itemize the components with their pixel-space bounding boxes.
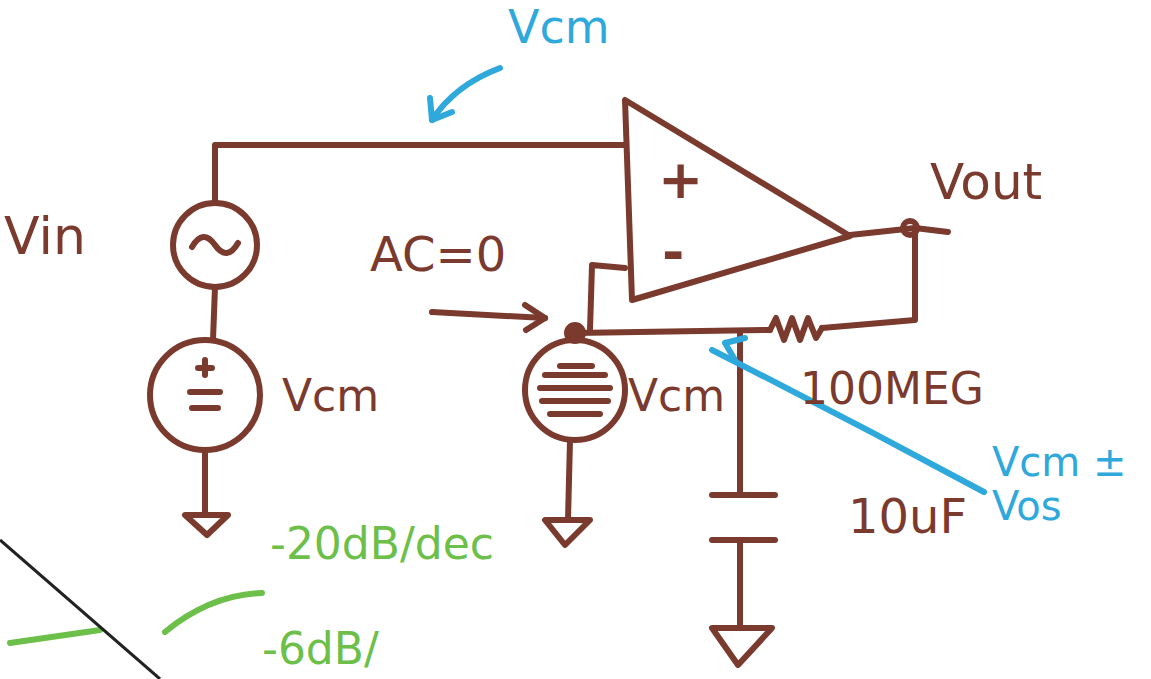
wire xyxy=(568,440,570,520)
battery-symbol xyxy=(540,366,610,414)
bode-sketch xyxy=(10,630,100,643)
arrow-head xyxy=(430,98,452,120)
ground-symbol xyxy=(712,628,772,665)
signal-name: Vout xyxy=(930,155,1042,210)
sketch-line xyxy=(0,540,160,679)
capacitor-value: 10uF xyxy=(848,490,967,543)
leader-line xyxy=(432,68,500,120)
slope-note: -6dB/ xyxy=(262,625,379,673)
leader-line xyxy=(712,350,984,492)
resistor-symbol xyxy=(770,318,822,340)
resistor-value: 100MEG xyxy=(800,365,984,413)
slope-note: -20dB/dec xyxy=(270,520,494,568)
source-name: Vin xyxy=(4,208,86,265)
wire xyxy=(215,145,625,203)
arrow-head xyxy=(725,338,745,360)
node-voltage: Vcm ± Vos xyxy=(992,440,1142,528)
pin-sign: - xyxy=(662,223,684,282)
dc-source-symbol xyxy=(525,340,625,440)
dc-source-symbol xyxy=(150,340,260,450)
wire xyxy=(737,333,743,495)
ac-source-symbol xyxy=(173,203,257,287)
op-amp-symbol: +- xyxy=(620,95,855,305)
ground-symbol xyxy=(185,515,228,535)
source-value: Vcm xyxy=(628,372,725,420)
ac-source-wave xyxy=(192,237,238,253)
source-value: Vcm xyxy=(282,372,379,420)
output-terminal xyxy=(903,221,917,235)
arrow-head xyxy=(525,305,545,330)
wire xyxy=(737,540,743,628)
battery-symbol xyxy=(190,360,220,408)
wire xyxy=(590,265,625,330)
pointer-arrow xyxy=(432,312,545,318)
op-amp-outline xyxy=(620,95,855,305)
bode-sketch xyxy=(165,593,262,632)
signal-name: Vcm xyxy=(508,2,610,53)
ground-symbol xyxy=(545,520,590,545)
capacitor-symbol xyxy=(712,495,775,540)
source-note: AC=0 xyxy=(370,228,506,281)
pin-sign: + xyxy=(658,150,703,209)
wire xyxy=(213,287,215,340)
wire xyxy=(202,450,208,515)
